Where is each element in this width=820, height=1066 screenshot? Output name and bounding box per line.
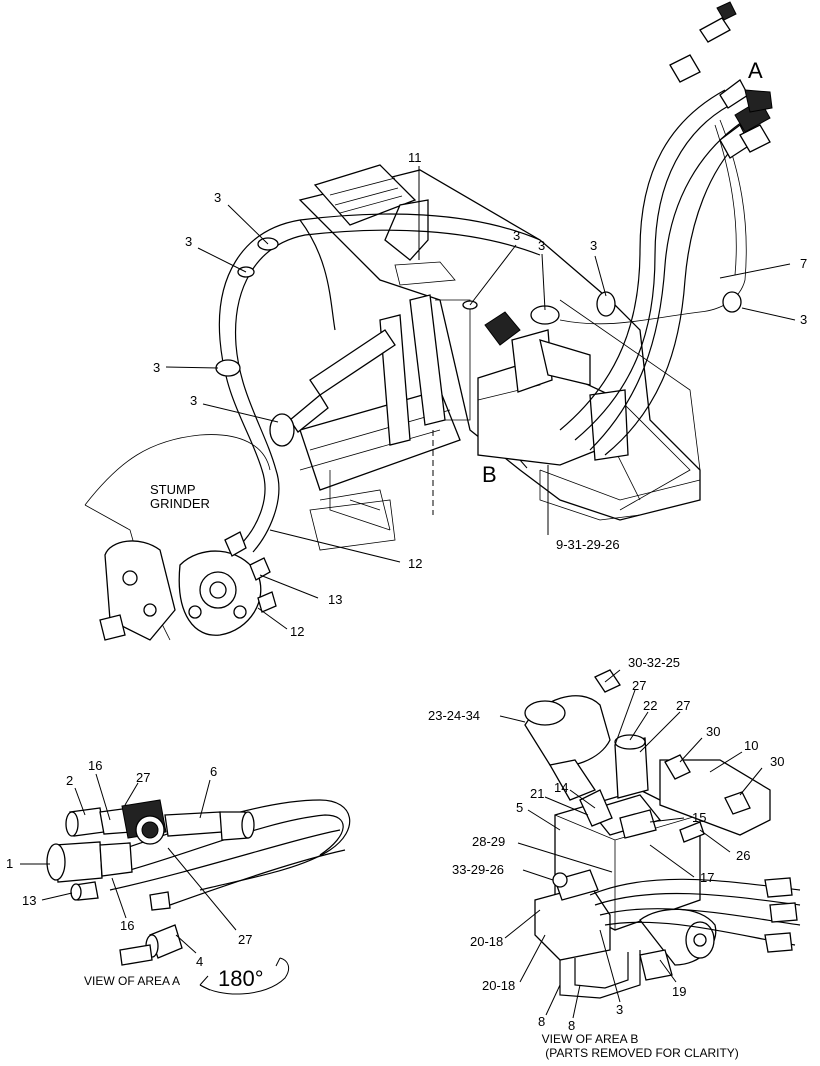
view-b-subtitle: (PARTS REMOVED FOR CLARITY) <box>545 1046 739 1060</box>
callout-20-18: 20-18 <box>482 978 515 993</box>
callout-14: 14 <box>554 780 568 795</box>
callout-27: 27 <box>238 932 252 947</box>
callout-30: 30 <box>706 724 720 739</box>
callout-5: 5 <box>516 800 523 815</box>
callout-19: 19 <box>672 984 686 999</box>
callout-12: 12 <box>408 556 422 571</box>
callout-3: 3 <box>538 238 545 253</box>
callout-26: 26 <box>736 848 750 863</box>
area-a-label: A <box>748 58 763 83</box>
callout-3: 3 <box>616 1002 623 1017</box>
view-area-a: 16 2 27 6 1 13 16 4 27 VIEW OF AREA A 18… <box>6 758 351 995</box>
callout-10: 10 <box>744 738 758 753</box>
callout-3: 3 <box>590 238 597 253</box>
callout-22: 22 <box>643 698 657 713</box>
main-view: A B STUMP GRINDER 11 3 3 3 3 3 3 3 3 7 1… <box>84 1 807 641</box>
machine-frame <box>289 164 701 551</box>
callout-23-24-34: 23-24-34 <box>428 708 480 723</box>
callout-15: 15 <box>692 810 706 825</box>
area-b-label: B <box>482 462 497 487</box>
callout-3: 3 <box>214 190 221 205</box>
main-leaders <box>165 166 796 630</box>
callout-3: 3 <box>190 393 197 408</box>
callout-16: 16 <box>88 758 102 773</box>
callout-28-29: 28-29 <box>472 834 505 849</box>
callout-4: 4 <box>196 954 203 969</box>
callout-8: 8 <box>568 1018 575 1033</box>
callout-30-32-25: 30-32-25 <box>628 655 680 670</box>
callout-3: 3 <box>800 312 807 327</box>
callout-13: 13 <box>328 592 342 607</box>
main-labels: A B STUMP GRINDER 11 3 3 3 3 3 3 3 3 7 1… <box>150 58 807 639</box>
hoses <box>218 1 773 553</box>
stump-grinder-label-1: STUMP <box>150 482 196 497</box>
callout-27: 27 <box>632 678 646 693</box>
callout-16: 16 <box>120 918 134 933</box>
callout-3: 3 <box>153 360 160 375</box>
callout-9-31-29-26: 9-31-29-26 <box>556 537 620 552</box>
callout-7: 7 <box>800 256 807 271</box>
callout-8: 8 <box>538 1014 545 1029</box>
callout-33-29-26: 33-29-26 <box>452 862 504 877</box>
callout-17: 17 <box>700 870 714 885</box>
callout-12: 12 <box>290 624 304 639</box>
callout-11: 11 <box>408 150 422 165</box>
callout-6: 6 <box>210 764 217 779</box>
callout-1: 1 <box>6 856 13 871</box>
stump-grinder-label-2: GRINDER <box>150 496 210 511</box>
callout-13: 13 <box>22 893 36 908</box>
view-a-title: VIEW OF AREA A <box>84 974 180 988</box>
hose-clamps <box>215 237 742 447</box>
callout-3: 3 <box>185 234 192 249</box>
callout-27: 27 <box>136 770 150 785</box>
callout-3: 3 <box>513 228 520 243</box>
callout-21: 21 <box>530 786 544 801</box>
callout-30: 30 <box>770 754 784 769</box>
view-area-b: 30-32-25 27 23-24-34 22 27 30 10 30 14 2… <box>428 655 801 1060</box>
stump-grinder <box>84 434 277 641</box>
rotation-label: 180° <box>218 966 264 991</box>
callout-27: 27 <box>676 698 690 713</box>
view-b-title: VIEW OF AREA B <box>542 1032 639 1046</box>
callout-2: 2 <box>66 773 73 788</box>
callout-20-18: 20-18 <box>470 934 503 949</box>
